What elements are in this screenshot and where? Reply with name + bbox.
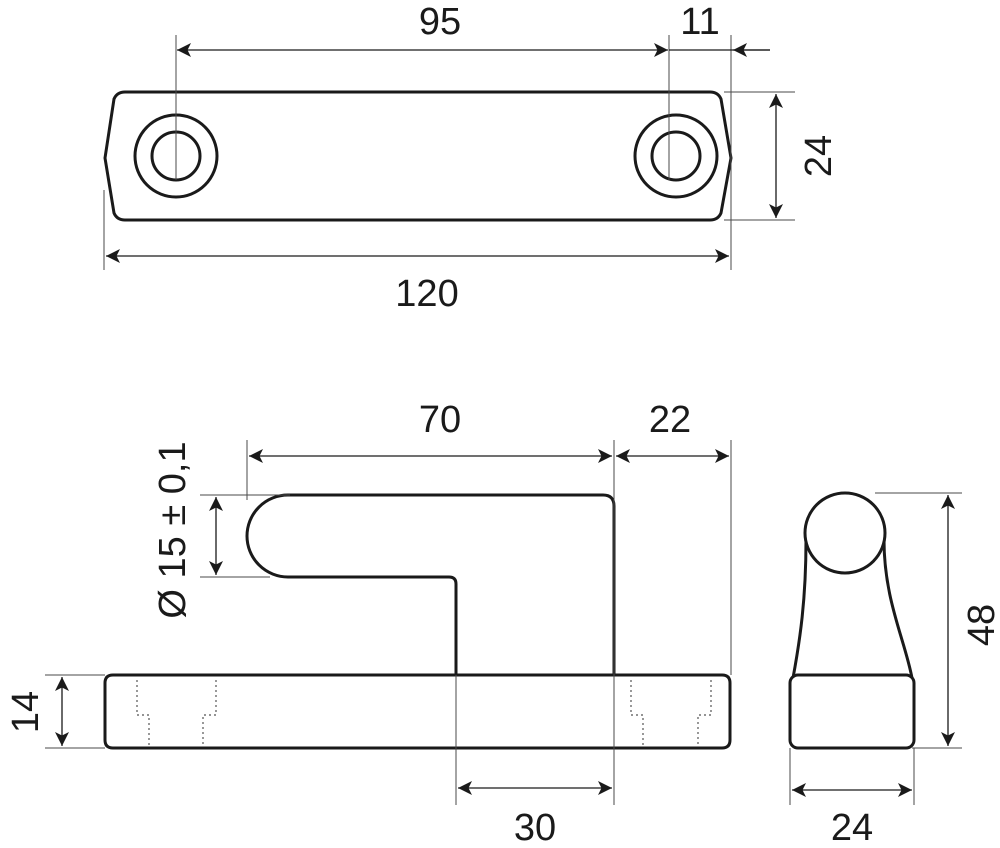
top-view: 95 11 24 120 bbox=[103, 1, 840, 315]
dim-label-95: 95 bbox=[419, 1, 461, 43]
dim-label-48: 48 bbox=[961, 604, 1000, 646]
dim-label-11: 11 bbox=[680, 1, 719, 43]
top-view-plate bbox=[103, 90, 733, 222]
dim-label-24-top: 24 bbox=[798, 135, 840, 177]
dim-label-70: 70 bbox=[419, 399, 461, 441]
front-view-hook bbox=[245, 493, 616, 677]
dim-label-120: 120 bbox=[395, 273, 458, 315]
side-view: 48 24 bbox=[788, 491, 1000, 848]
dim-label-diameter: Ø 15 ± 0,1 bbox=[152, 441, 194, 618]
front-view: 70 22 Ø 15 ± 0,1 14 30 bbox=[5, 399, 732, 848]
dim-label-30: 30 bbox=[514, 807, 556, 848]
dim-label-24-side: 24 bbox=[831, 807, 873, 848]
front-view-base bbox=[103, 673, 732, 750]
right-hole bbox=[650, 130, 702, 182]
hidden-counterbore-left bbox=[136, 680, 217, 745]
dim-label-14: 14 bbox=[5, 691, 47, 733]
side-view-base bbox=[788, 673, 916, 750]
dim-label-22: 22 bbox=[649, 399, 691, 441]
side-view-head bbox=[803, 491, 887, 575]
hidden-counterbore-right bbox=[630, 680, 712, 745]
